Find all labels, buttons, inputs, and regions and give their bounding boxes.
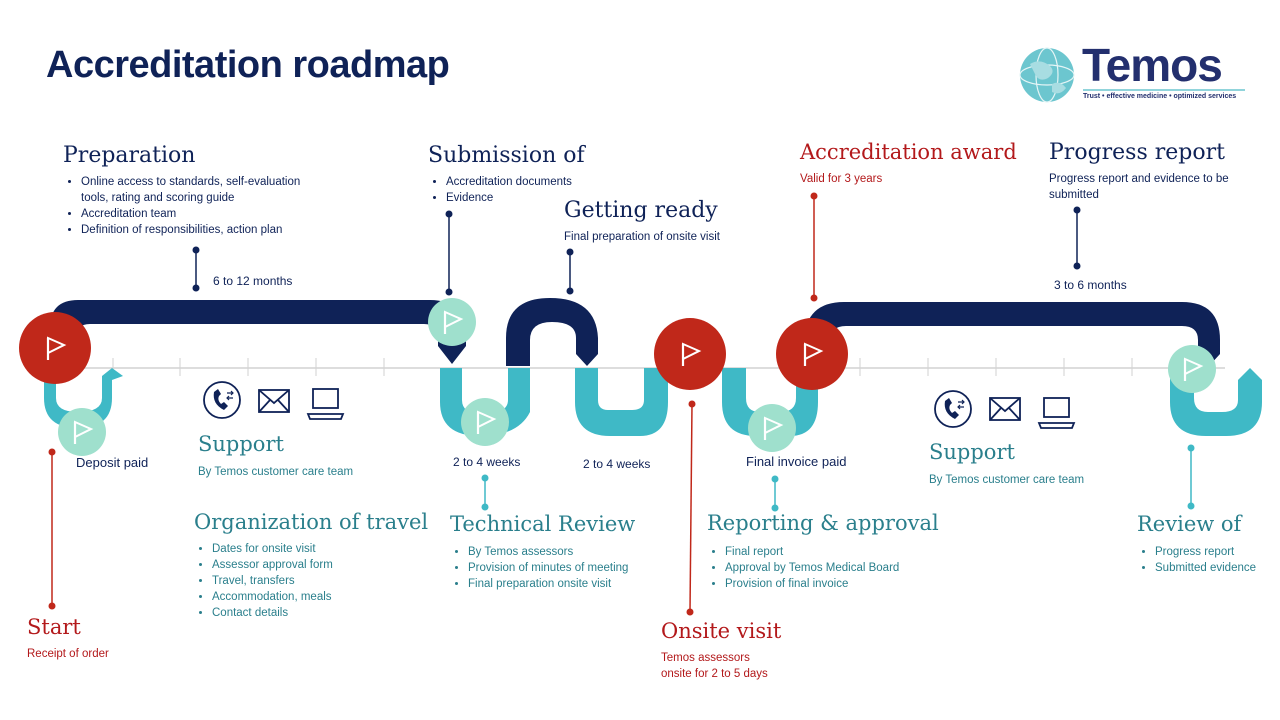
support-title: Support <box>929 440 1015 464</box>
travel-list: Dates for onsite visit Assessor approval… <box>194 541 414 621</box>
progress-duration: 3 to 6 months <box>1054 278 1127 292</box>
milestone-submission-flag-icon <box>428 298 476 346</box>
path-preparation <box>50 300 466 364</box>
list-item: Contact details <box>212 605 414 621</box>
support-subtitle: By Temos customer care team <box>929 474 1085 486</box>
award-title: Accreditation award <box>800 140 1017 164</box>
start-title: Start <box>27 615 81 639</box>
mail-icon <box>989 397 1021 421</box>
list-item: By Temos assessors <box>468 544 670 560</box>
milestone-deposit-flag-icon <box>58 408 106 456</box>
onsite-subtitle-1: Temos assessors <box>661 652 750 664</box>
list-item: Evidence <box>446 190 628 206</box>
mail-icon <box>258 389 290 413</box>
technical-duration-b: 2 to 4 weeks <box>583 457 651 471</box>
list-item: Provision of minutes of meeting <box>468 560 670 576</box>
milestone-start-flag-icon <box>19 312 91 384</box>
progress-subtitle: Progress report and evidence to be submi… <box>1049 173 1229 201</box>
phone-icon <box>934 390 972 428</box>
teal-connectors <box>484 448 1192 508</box>
path-getting-ready <box>506 298 598 366</box>
laptop-icon <box>1037 397 1076 429</box>
list-item: Provision of final invoice <box>725 576 937 592</box>
list-item: Accommodation, meals <box>212 589 414 605</box>
milestone-technical-flag-icon <box>461 398 509 446</box>
laptop-icon <box>306 388 345 420</box>
invoice-label: Final invoice paid <box>746 454 847 469</box>
technical-title: Technical Review <box>450 512 636 536</box>
list-item: Dates for onsite visit <box>212 541 414 557</box>
support-subtitle: By Temos customer care team <box>198 466 354 478</box>
submission-title: Submission of <box>428 143 585 168</box>
technical-duration-a: 2 to 4 weeks <box>453 455 521 469</box>
list-item: Accreditation documents <box>446 174 628 190</box>
list-item: Online access to standards, self-evaluat… <box>81 174 323 206</box>
axis-ticks <box>112 358 1133 376</box>
path-deposit <box>44 368 123 428</box>
red-dots <box>48 192 818 616</box>
getting-ready-title: Getting ready <box>564 198 718 223</box>
navy-dots <box>192 206 1081 296</box>
travel-title: Organization of travel <box>194 510 429 534</box>
deposit-label: Deposit paid <box>76 455 149 470</box>
onsite-title: Onsite visit <box>661 619 782 643</box>
milestone-invoice-flag-icon <box>748 404 796 452</box>
reporting-list: Final report Approval by Temos Medical B… <box>707 544 937 592</box>
reporting-title: Reporting & approval <box>707 511 939 535</box>
globe-icon <box>1019 47 1075 103</box>
path-progress <box>804 302 1220 366</box>
milestone-review-flag-icon <box>1168 345 1216 393</box>
review-title: Review of <box>1137 512 1242 536</box>
page-title: Accreditation roadmap <box>46 44 450 86</box>
red-connectors <box>51 196 815 613</box>
start-subtitle: Receipt of order <box>27 648 109 660</box>
award-subtitle: Valid for 3 years <box>800 173 883 185</box>
submission-list: Accreditation documents Evidence <box>428 174 628 206</box>
list-item: Approval by Temos Medical Board <box>725 560 937 576</box>
path-technical-b <box>575 368 668 436</box>
preparation-duration: 6 to 12 months <box>213 274 293 288</box>
list-item: Travel, transfers <box>212 573 414 589</box>
onsite-subtitle-2: onsite for 2 to 5 days <box>661 668 768 680</box>
logo-tagline: Trust • effective medicine • optimized s… <box>1083 93 1237 100</box>
technical-list: By Temos assessors Provision of minutes … <box>450 544 670 592</box>
support-title: Support <box>198 432 284 456</box>
list-item: Final report <box>725 544 937 560</box>
list-item: Accreditation team <box>81 206 323 222</box>
phone-icon <box>203 381 241 419</box>
list-item: Assessor approval form <box>212 557 414 573</box>
progress-title: Progress report <box>1049 140 1225 165</box>
milestone-award-flag-icon <box>776 318 848 390</box>
list-item: Submitted evidence <box>1155 560 1277 576</box>
review-list: Progress report Submitted evidence <box>1137 544 1277 576</box>
preparation-title: Preparation <box>63 143 196 168</box>
preparation-list: Online access to standards, self-evaluat… <box>63 174 323 238</box>
list-item: Progress report <box>1155 544 1277 560</box>
list-item: Definition of responsibilities, action p… <box>81 222 323 238</box>
getting-ready-subtitle: Final preparation of onsite visit <box>564 231 720 243</box>
navy-connectors <box>195 210 1078 292</box>
list-item: Final preparation onsite visit <box>468 576 670 592</box>
milestone-onsite-flag-icon <box>654 318 726 390</box>
teal-dots <box>481 444 1195 512</box>
logo-wordmark: Temos <box>1082 39 1223 91</box>
